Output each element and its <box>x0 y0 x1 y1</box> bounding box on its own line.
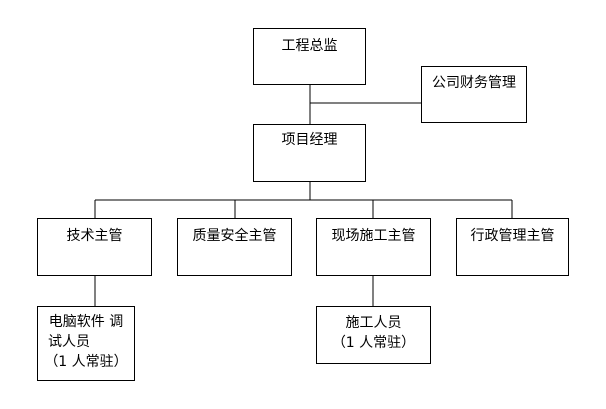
tech-supervisor-box: 技术主管 <box>37 218 152 276</box>
software-staff-box: 电脑软件 调 试人员 （1 人常驻） <box>37 306 135 381</box>
construction-staff-line2: （1 人常驻） <box>331 335 416 351</box>
quality-safety-supervisor-label: 质量安全主管 <box>192 228 277 244</box>
finance-box: 公司财务管理 <box>421 66 527 123</box>
software-staff-text: 电脑软件 调 试人员 （1 人常驻） <box>38 312 134 372</box>
admin-supervisor-box: 行政管理主管 <box>456 218 569 276</box>
software-staff-line1: 电脑软件 调 <box>48 314 124 330</box>
construction-staff-box: 施工人员 （1 人常驻） <box>316 306 431 364</box>
software-staff-line2: 试人员 <box>48 334 90 350</box>
site-construction-supervisor-label: 现场施工主管 <box>331 228 416 244</box>
site-construction-supervisor-box: 现场施工主管 <box>316 218 431 276</box>
tech-supervisor-label: 技术主管 <box>66 228 123 244</box>
chief-engineer-label: 工程总监 <box>281 38 338 54</box>
project-manager-box: 项目经理 <box>253 124 366 182</box>
construction-staff-line1: 施工人员 <box>345 315 402 331</box>
construction-staff-text: 施工人员 （1 人常驻） <box>317 313 430 353</box>
software-staff-line3: （1 人常驻） <box>44 354 128 370</box>
chief-engineer-box: 工程总监 <box>253 28 366 85</box>
quality-safety-supervisor-box: 质量安全主管 <box>177 218 292 276</box>
project-manager-label: 项目经理 <box>281 132 338 148</box>
finance-label: 公司财务管理 <box>432 75 516 91</box>
admin-supervisor-label: 行政管理主管 <box>470 228 555 244</box>
